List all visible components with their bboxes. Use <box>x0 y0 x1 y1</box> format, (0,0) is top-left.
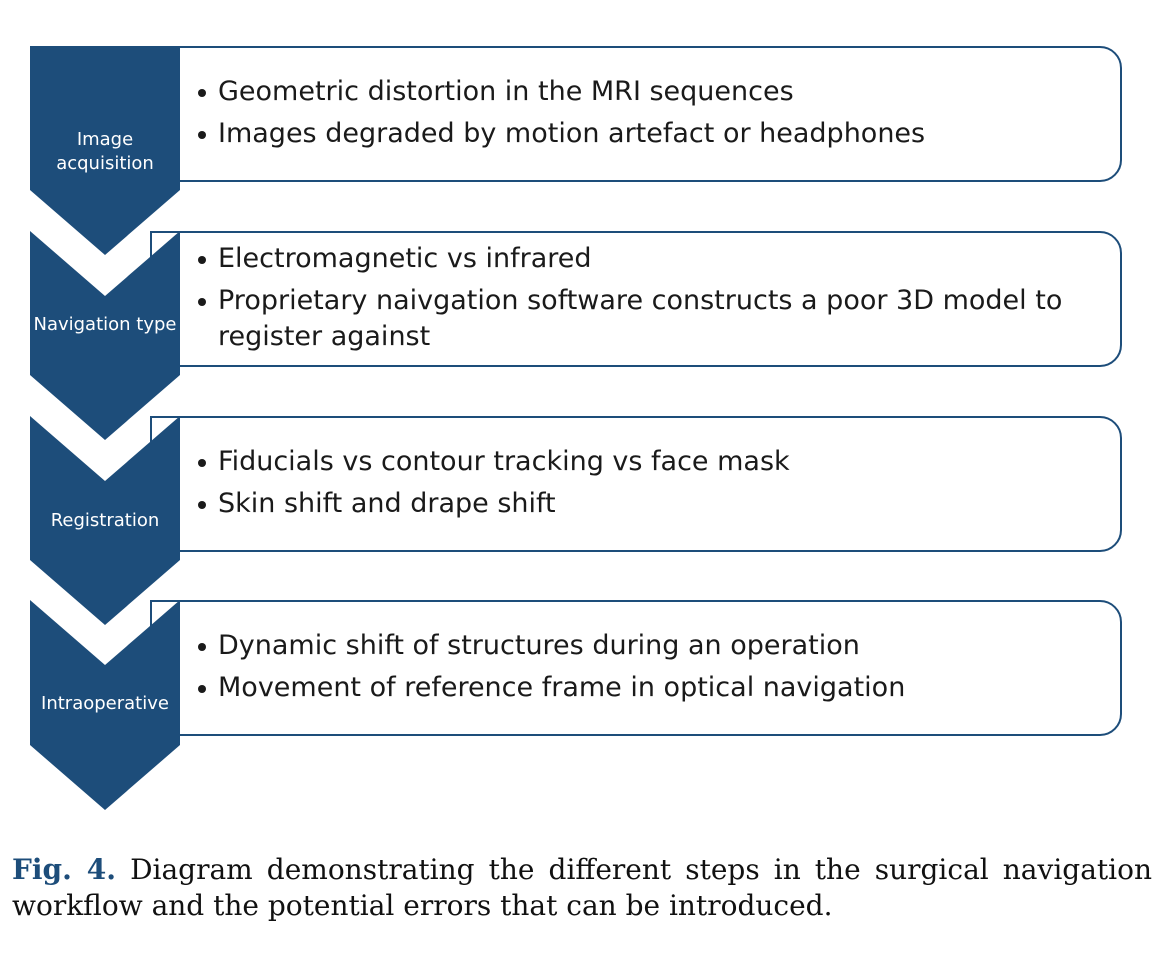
error-list-navigation-type: Electromagnetic vs infrared Proprietary … <box>196 241 1116 361</box>
error-item: Electromagnetic vs infrared <box>196 241 1116 277</box>
chevron-navigation-type <box>30 231 180 440</box>
error-item: Fiducials vs contour tracking vs face ma… <box>196 444 1116 480</box>
step-label-image-acquisition: Image acquisition <box>56 129 154 174</box>
step-box-navigation-type <box>150 231 1122 367</box>
figure-caption-label: Fig. 4. <box>12 853 116 886</box>
step-label-navigation-type: Navigation type <box>33 314 177 335</box>
step-box-image-acquisition <box>150 46 1122 182</box>
error-item: Movement of reference frame in optical n… <box>196 670 1116 706</box>
step-label-intraoperative: Intraoperative <box>41 693 169 714</box>
error-item: Proprietary naivgation software construc… <box>196 283 1116 355</box>
error-item: Skin shift and drape shift <box>196 486 1116 522</box>
step-label-registration: Registration <box>50 510 160 531</box>
error-list-image-acquisition: Geometric distortion in the MRI sequence… <box>196 74 1116 158</box>
error-item: Geometric distortion in the MRI sequence… <box>196 74 1116 110</box>
error-item: Images degraded by motion artefact or he… <box>196 116 1116 152</box>
step-box-registration <box>150 416 1122 552</box>
workflow-diagram: Image acquisition Navigation type Regist… <box>30 46 1122 810</box>
error-list-registration: Fiducials vs contour tracking vs face ma… <box>196 444 1116 528</box>
figure-caption-text: Diagram demonstrating the different step… <box>12 853 1152 922</box>
error-list-intraoperative: Dynamic shift of structures during an op… <box>196 628 1116 712</box>
chevron-image-acquisition <box>30 46 180 255</box>
step-box-intraoperative <box>150 600 1122 736</box>
chevron-column <box>30 46 180 810</box>
figure-caption: Fig. 4. Diagram demonstrating the differ… <box>12 852 1152 924</box>
error-item: Dynamic shift of structures during an op… <box>196 628 1116 664</box>
chevron-intraoperative <box>30 600 180 810</box>
chevron-registration <box>30 416 180 625</box>
